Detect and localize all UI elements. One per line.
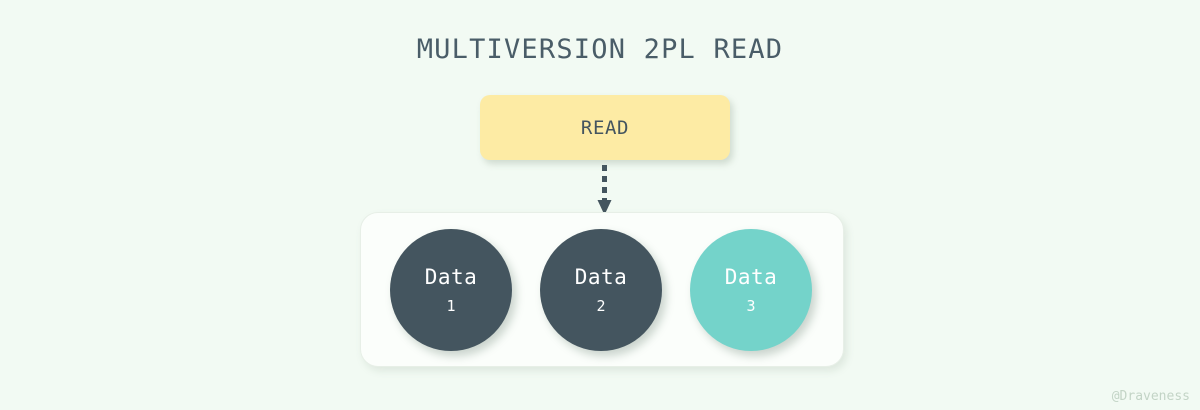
dashed-down-arrow-icon: [597, 165, 612, 215]
data-version-circle-3[interactable]: Data 3: [690, 229, 812, 351]
data-version-label: Data: [724, 264, 778, 289]
watermark: @Draveness: [1111, 389, 1190, 404]
page-title: MULTIVERSION 2PL READ: [416, 34, 784, 65]
data-version-number: 2: [596, 296, 606, 315]
read-operation-box[interactable]: READ: [480, 95, 730, 160]
data-version-circle-2[interactable]: Data 2: [540, 229, 662, 351]
read-operation-label: READ: [580, 116, 630, 139]
data-version-number: 1: [446, 296, 456, 315]
data-version-label: Data: [574, 264, 628, 289]
data-version-circle-1[interactable]: Data 1: [390, 229, 512, 351]
data-version-label: Data: [424, 264, 478, 289]
data-version-number: 3: [746, 296, 756, 315]
